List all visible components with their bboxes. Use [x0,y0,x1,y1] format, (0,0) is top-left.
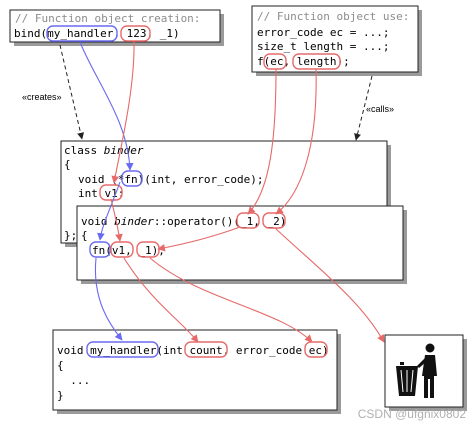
class-open-brace: { [64,158,71,171]
handler-close-brace: } [57,389,64,402]
class-close-brace: }; [64,229,77,242]
length-to-arg2-arrow [275,68,317,215]
bind-call: bind(my_handler, 123, _1) [14,27,180,40]
handler-box: void my_handler(int count, error_code ec… [52,329,341,414]
creation-comment: // Function object creation: [15,12,200,25]
v1-to-count-arrow [123,257,199,343]
ec-declaration: error_code ec = ...; [257,26,389,39]
param-ec-highlight [304,341,328,358]
body-fn-highlight [89,241,111,258]
arg-to-ec-arrow [149,257,313,343]
member-fn-highlight [121,170,143,187]
operator-box: void binder::operator()(_1, _2) { fn(v1,… [76,205,407,284]
f-call: f(ec, length); [257,55,350,68]
operator-open-brace: { [81,229,88,242]
member-fn: void (*fn)(int, error_code); [78,173,263,186]
creates-label: «creates» [22,92,62,102]
call-to-handler-arrow [94,257,123,341]
length-declaration: size_t length = ...; [257,40,389,53]
body-v1-highlight [110,241,134,258]
arg1-to-call-arrow [157,226,241,252]
handler-body: ... [57,374,90,387]
handler-arg: my_handler [47,27,114,40]
fn-to-call-arrow [97,181,121,241]
use-box: // Function object use: error_code ec = … [251,5,422,76]
handler-open-brace: { [57,359,64,372]
param-count-highlight [184,341,228,358]
v1-to-call-arrow [110,198,123,242]
num-arg-highlight [120,25,151,42]
placeholder-arg: _1) [160,27,180,40]
handler-arg-highlight [46,25,118,42]
num-arg: 123 [127,27,147,40]
operator-signature: void binder::operator()(_1, _2) [81,215,286,228]
handler-name-highlight [86,341,159,358]
watermark: CSDN @ufgnix0802 [358,407,467,421]
ec-to-arg1-arrow [247,68,277,215]
arg-ec-highlight [263,53,287,70]
num-to-v1-arrow [111,40,135,184]
creation-box: // Function object creation: bind(my_han… [9,9,224,46]
calls-label: «calls» [366,104,394,114]
arg2-to-trash-arrow [274,227,385,343]
creates-arrow [59,44,84,140]
handler-to-fn-arrow [79,41,134,171]
trash-can-icon [384,334,467,411]
calls-arrow [354,75,373,141]
arg-ec: ec [270,55,283,68]
handler-signature: void my_handler(int count, error_code ec… [57,344,329,357]
sig-arg2-highlight [262,212,286,229]
operator-body-call: fn(v1, _1); [92,244,165,257]
class-declaration: class binder [64,144,144,157]
use-comment: // Function object use: [257,10,409,23]
arg-length: length [297,55,337,68]
